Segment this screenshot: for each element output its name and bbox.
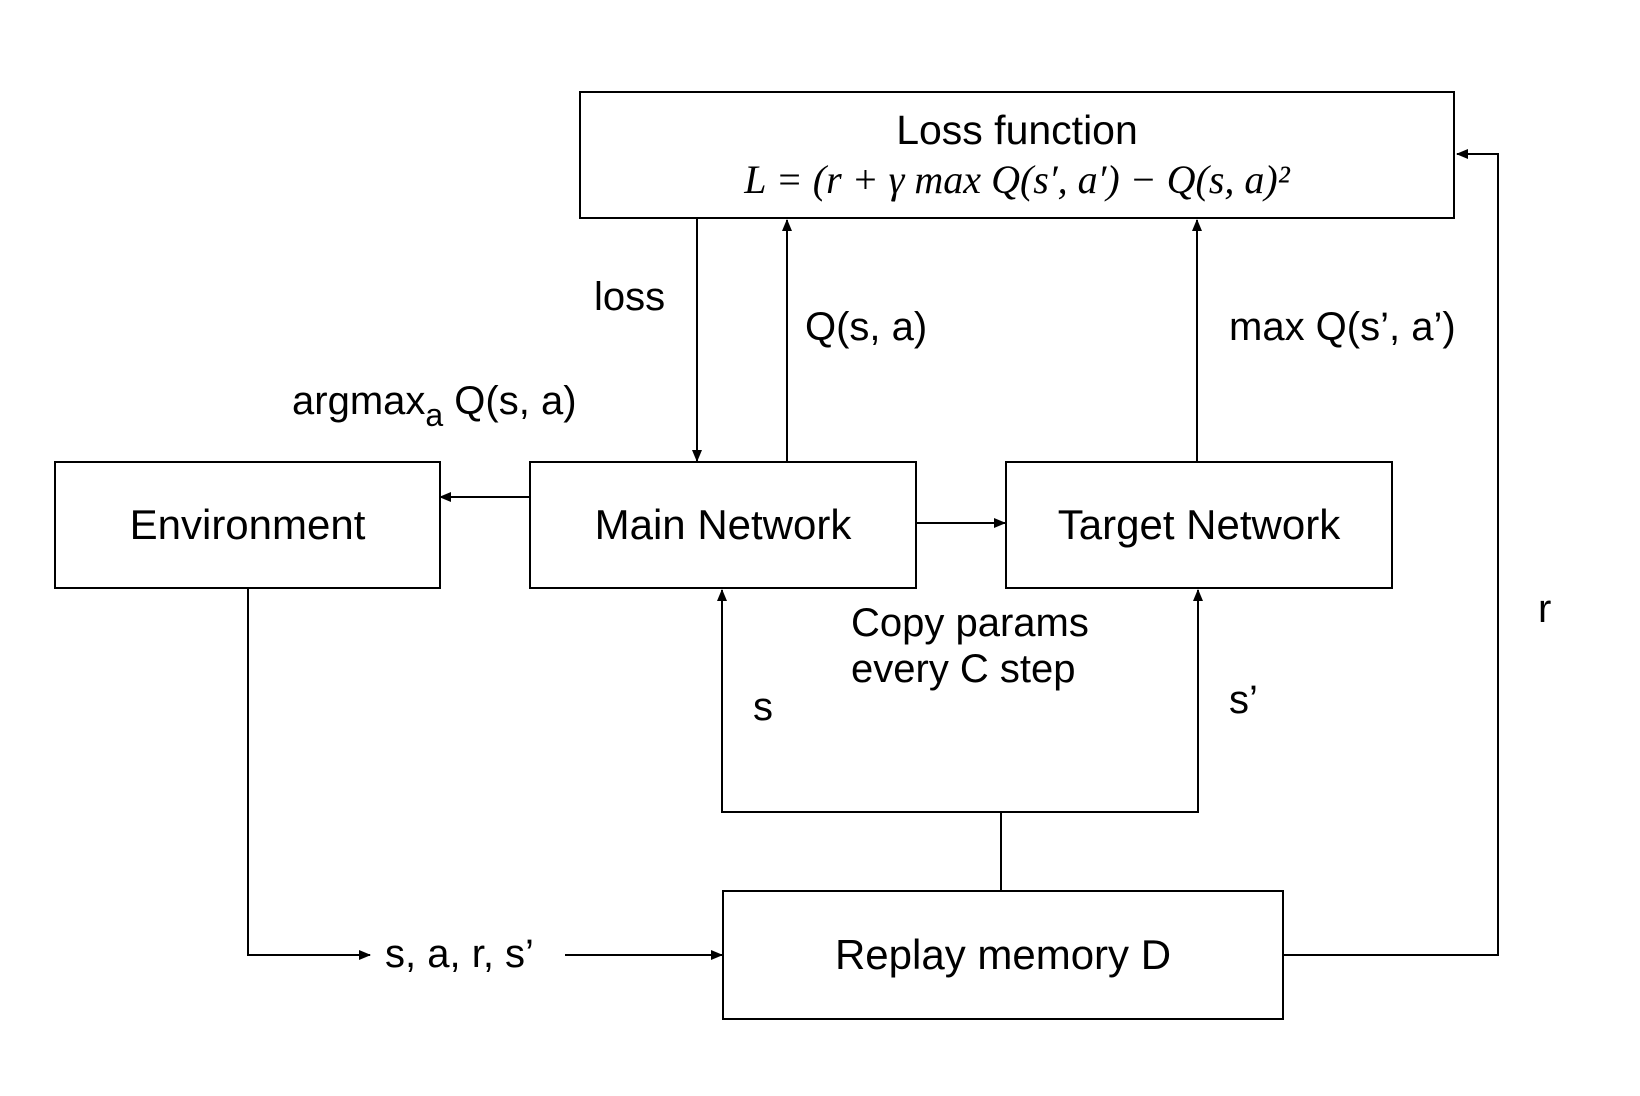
label-max-q: max Q(s’, a’) [1229,305,1456,349]
label-r: r [1538,587,1552,631]
label-copy-params-line1: Copy params [851,601,1089,645]
label-copy-params: Copy params every C step [851,600,1089,692]
label-s-prime: s’ [1229,678,1258,722]
main-network-box: Main Network [529,461,917,589]
arrow-s-prime [1001,589,1203,813]
main-network-label: Main Network [594,501,852,548]
environment-label: Environment [129,501,366,548]
label-q-sa: Q(s, a) [805,305,928,349]
label-transition: s, a, r, s’ [385,932,534,976]
label-argmax: argmaxa Q(s, a) [292,378,577,434]
arrow-s [717,589,1001,813]
label-argmax-prefix: argmax [292,379,426,423]
target-network-label: Target Network [1057,501,1341,548]
label-argmax-suffix: Q(s, a) [443,379,577,423]
environment-box: Environment [54,461,441,589]
label-loss: loss [594,275,666,319]
loss-function-box: Loss function L = (r + γ max Q(s′, a′) −… [579,91,1455,219]
loss-function-formula: L = (r + γ max Q(s′, a′) − Q(s, a)² [744,156,1290,202]
arrow-r [1283,149,1499,956]
arrow-env-to-transition [247,588,371,960]
label-copy-params-line2: every C step [851,647,1076,691]
loss-function-title: Loss function [896,107,1138,154]
label-s: s [753,685,773,729]
replay-memory-label: Replay memory D [834,931,1172,978]
replay-memory-box: Replay memory D [722,890,1284,1020]
label-argmax-subscript: a [425,397,444,433]
target-network-box: Target Network [1005,461,1393,589]
